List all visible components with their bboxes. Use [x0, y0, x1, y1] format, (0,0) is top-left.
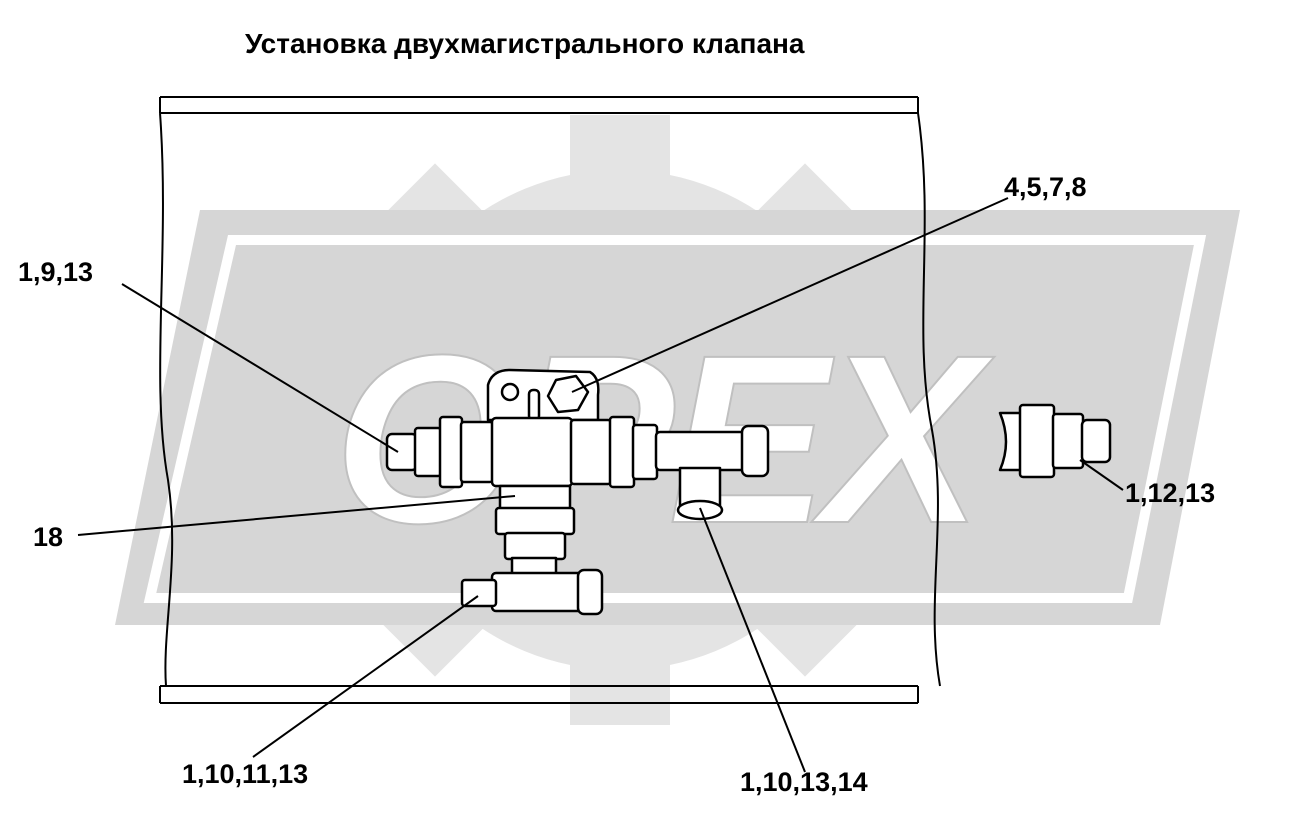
left-fitting-nut: [413, 426, 443, 478]
watermark-plate: [115, 210, 1240, 625]
callout-bracket-bolt: 4,5,7,8: [1004, 172, 1087, 202]
right-fitting-nut: [608, 415, 636, 489]
right-connector: [569, 418, 613, 486]
valve-body: [490, 416, 574, 488]
left-fitting-body: [438, 415, 464, 489]
lower-fitting: [503, 531, 567, 561]
left-connector: [459, 420, 495, 484]
left-fitting-nipple: [385, 432, 419, 472]
leader-valve-body: [77, 495, 516, 536]
detached-fitting-hose: [998, 411, 1024, 472]
callout-valve-body: 18: [33, 522, 63, 552]
right-tee-end: [740, 424, 770, 478]
lower-tee-left-nut: [460, 578, 498, 608]
callout-lower-tee: 1,10,11,13: [182, 759, 308, 789]
leader-lower-tee: [252, 595, 479, 758]
leader-bracket-bolt: [571, 197, 1009, 393]
leader-lines: [77, 197, 1124, 773]
frame-rail: [159, 96, 941, 704]
leader-right-fitting: [1079, 459, 1124, 491]
detached-fitting-nipple: [1080, 418, 1112, 464]
bracket-hole: [500, 382, 520, 402]
detached-fitting-hex: [1018, 403, 1056, 479]
callout-right-fitting: 1,12,13: [1125, 478, 1215, 508]
detached-fitting-collar: [1051, 412, 1085, 470]
lower-tee-right-end: [576, 568, 604, 616]
lower-nut: [494, 506, 576, 536]
callout-left-fitting: 1,9,13: [18, 257, 93, 287]
page-title: Установка двухмагистрального клапана: [245, 28, 805, 59]
bracket-bolt-hex: [546, 374, 590, 414]
callout-right-outlet: 1,10,13,14: [740, 767, 868, 797]
leader-left-fitting: [121, 283, 399, 453]
watermark-plate-inner: [143, 235, 1207, 603]
double-line-valve-assembly: [385, 368, 770, 616]
leader-right-outlet: [699, 507, 806, 773]
bracket-slot: [527, 388, 541, 422]
detached-fitting: [998, 403, 1112, 479]
right-fitting-collar: [631, 423, 659, 481]
